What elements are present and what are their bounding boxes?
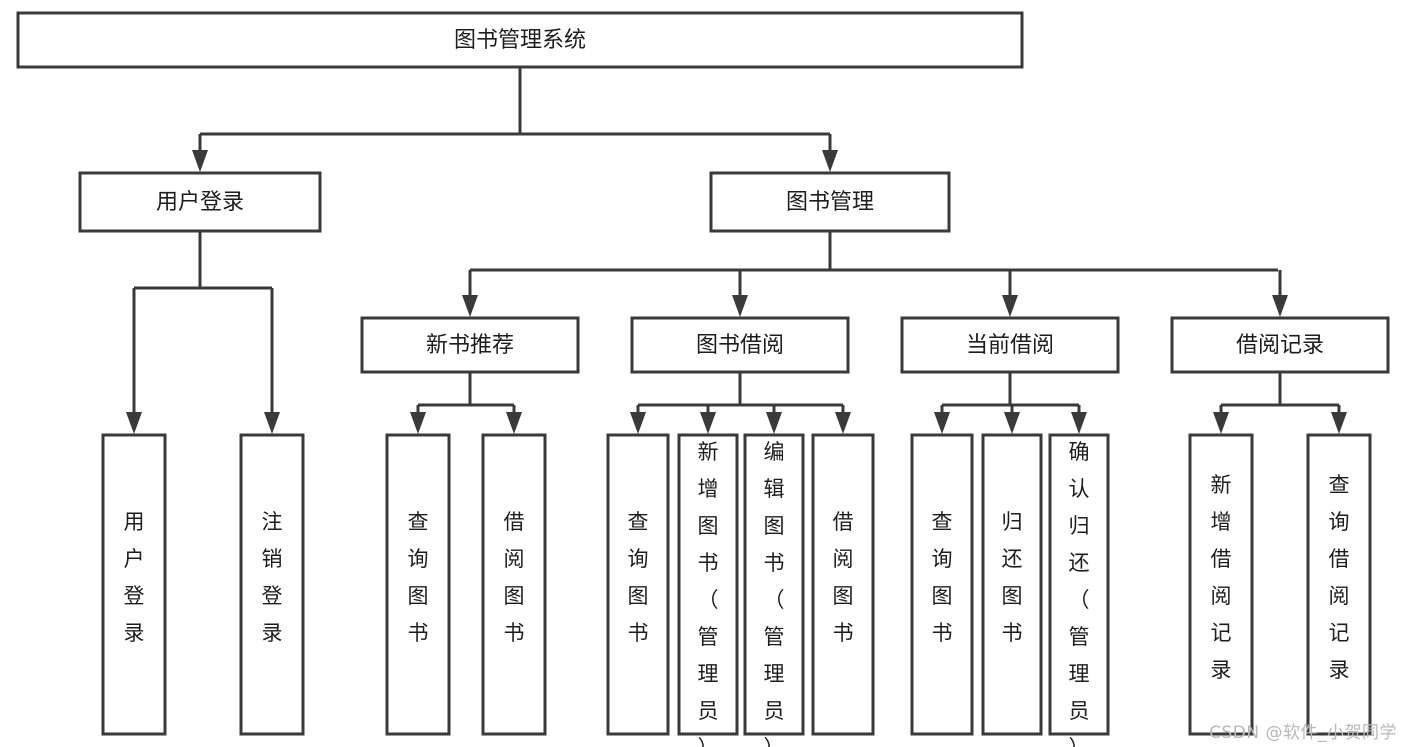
node-leaf-return-book[interactable]: 归还图书 [981,433,1043,736]
node-label-leaf-return-book: 归还图书 [1002,510,1023,645]
node-leaf-confirm-return[interactable]: 确认归还（管理员） [1048,433,1110,747]
node-label-leaf-logout-login: 注销登录 [262,510,283,645]
node-box-book-borrow [630,316,850,374]
node-box-borrow-record [1170,316,1390,374]
node-leaf-borrow-book-recommend[interactable]: 借阅图书 [481,433,547,736]
node-label-leaf-edit-book: 编辑图书（管理员） [764,440,785,747]
edge-current-return-book-arrowhead-icon [1004,412,1020,434]
node-label-leaf-borrow-book: 借阅图书 [833,510,854,645]
node-book-borrow[interactable]: 图书借阅 [630,316,850,374]
edge-root-book-manage-arrowhead-icon [822,150,838,172]
node-label-leaf-confirm-return: 确认归还（管理员） [1069,440,1090,747]
node-box-leaf-add-book [677,433,739,736]
node-leaf-add-book[interactable]: 新增图书（管理员） [677,433,739,747]
node-leaf-add-borrow-record[interactable]: 新增借阅记录 [1188,433,1254,736]
node-box-leaf-confirm-return [1048,433,1110,736]
node-label-leaf-query-book-borrow: 查询图书 [628,510,649,645]
node-label-leaf-borrow-book-recommend: 借阅图书 [504,510,525,645]
node-new-book-recommend[interactable]: 新书推荐 [360,316,580,374]
edge-borrow-query-book-arrowhead-icon [630,412,646,434]
edge-record-add-record-arrowhead-icon [1213,412,1229,434]
node-leaf-edit-book[interactable]: 编辑图书（管理员） [743,433,805,747]
node-label-leaf-query-borrow-record: 查询借阅记录 [1329,473,1350,682]
edge-user-login-leaf-user-login-arrowhead-icon [126,412,142,434]
node-box-leaf-logout-login [239,433,305,736]
edge-borrow-borrow-book-arrowhead-icon [835,412,851,434]
edge-book-manage-current-borrow-arrowhead-icon [1002,295,1018,317]
node-root[interactable]: 图书管理系统 [16,11,1024,69]
node-layer: 图书管理系统用户登录图书管理新书推荐图书借阅当前借阅借阅记录用户登录注销登录查询… [16,11,1390,747]
edge-borrow-edit-book-arrowhead-icon [766,412,782,434]
edge-current-confirm-return-arrowhead-icon [1071,412,1087,434]
node-leaf-logout-login[interactable]: 注销登录 [239,433,305,736]
node-label-root: 图书管理系统 [454,28,586,53]
node-box-leaf-query-borrow-record [1306,433,1372,736]
edge-record-query-record-arrowhead-icon [1331,412,1347,434]
node-box-leaf-query-book-borrow [606,433,670,736]
node-box-leaf-borrow-book [811,433,875,736]
node-label-current-borrow: 当前借阅 [966,333,1054,358]
node-box-user-login [78,171,322,233]
node-label-book-borrow: 图书借阅 [696,333,784,358]
edge-user-login-leaf-logout-login-arrowhead-icon [264,412,280,434]
node-box-book-manage [709,171,951,233]
edge-book-manage-new-book-recommend-arrowhead-icon [462,295,478,317]
node-label-book-manage: 图书管理 [786,190,874,215]
node-box-leaf-query-book-recommend [385,433,451,736]
edge-recommend-borrow-book-arrowhead-icon [506,412,522,434]
node-leaf-user-login[interactable]: 用户登录 [101,433,167,736]
node-leaf-query-book-borrow[interactable]: 查询图书 [606,433,670,736]
node-box-root [16,11,1024,69]
node-label-new-book-recommend: 新书推荐 [426,333,514,358]
node-box-leaf-add-borrow-record [1188,433,1254,736]
node-borrow-record[interactable]: 借阅记录 [1170,316,1390,374]
edge-book-manage-book-borrow-arrowhead-icon [732,295,748,317]
node-box-leaf-query-book-current [910,433,974,736]
edge-recommend-query-book-arrowhead-icon [410,412,426,434]
node-box-new-book-recommend [360,316,580,374]
node-current-borrow[interactable]: 当前借阅 [900,316,1120,374]
edge-root-user-login-arrowhead-icon [192,150,208,172]
node-label-leaf-query-book-recommend: 查询图书 [408,510,429,645]
edge-borrow-add-book-arrowhead-icon [700,412,716,434]
node-box-leaf-borrow-book-recommend [481,433,547,736]
node-leaf-query-book-recommend[interactable]: 查询图书 [385,433,451,736]
node-label-borrow-record: 借阅记录 [1236,333,1324,358]
node-label-leaf-add-borrow-record: 新增借阅记录 [1211,473,1232,682]
node-user-login[interactable]: 用户登录 [78,171,322,233]
edge-current-query-book-arrowhead-icon [934,412,950,434]
node-label-user-login: 用户登录 [156,190,244,215]
node-leaf-borrow-book[interactable]: 借阅图书 [811,433,875,736]
node-box-leaf-edit-book [743,433,805,736]
connector-layer [126,67,1347,434]
node-box-current-borrow [900,316,1120,374]
node-book-manage[interactable]: 图书管理 [709,171,951,233]
node-label-leaf-user-login: 用户登录 [124,510,145,645]
node-label-leaf-query-book-current: 查询图书 [932,510,953,645]
node-leaf-query-borrow-record[interactable]: 查询借阅记录 [1306,433,1372,736]
node-label-leaf-add-book: 新增图书（管理员） [698,440,719,747]
node-leaf-query-book-current[interactable]: 查询图书 [910,433,974,736]
edge-book-manage-borrow-record-arrowhead-icon [1272,295,1288,317]
node-box-leaf-user-login [101,433,167,736]
node-box-leaf-return-book [981,433,1043,736]
